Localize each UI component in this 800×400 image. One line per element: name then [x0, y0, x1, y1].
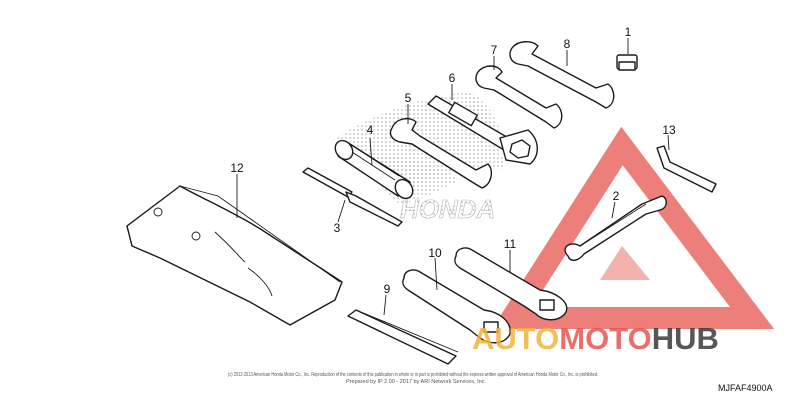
part-label-10: 10	[428, 246, 442, 260]
part-label-12: 12	[230, 161, 244, 175]
part-label-7: 7	[491, 43, 498, 57]
watermark-hub: HUB	[652, 321, 719, 356]
pin-spanner	[454, 247, 568, 321]
part-label-11: 11	[504, 237, 517, 251]
part-label-4: 4	[367, 123, 374, 137]
watermark-text: AUTOMOTOHUB	[472, 321, 719, 356]
part-label-8: 8	[564, 37, 571, 51]
part-label-6: 6	[449, 71, 456, 85]
part-label-9: 9	[384, 282, 391, 296]
helmet-cable	[564, 195, 667, 261]
watermark-triangle	[491, 126, 775, 329]
watermark-moto: MOTO	[559, 321, 651, 356]
part-label-3: 3	[334, 221, 341, 235]
copyright-line-1: (c) 2012-2013 American Honda Motor Co., …	[228, 372, 598, 378]
part-label-5: 5	[405, 91, 412, 105]
hex-key	[656, 145, 717, 193]
watermark-auto: AUTO	[472, 321, 559, 356]
part-label-1: 1	[625, 25, 632, 39]
part-label-2: 2	[613, 189, 620, 203]
copyright-line-2: Prepared by IP 2.00 - 2017 by ARI Networ…	[346, 379, 486, 385]
figure-code: MJFAF4900A	[718, 383, 773, 393]
clip-part	[616, 54, 638, 71]
flat-wrench	[402, 269, 511, 344]
leader-lines	[236, 38, 670, 316]
part-number-labels: 1 2 3 4 5 6 7 8 9 10 11 12 13	[230, 25, 676, 296]
honda-logo-text: HONDA	[400, 194, 495, 224]
tool-bag	[126, 185, 343, 326]
open-end-wrench-5	[389, 117, 493, 189]
box-socket-wrench	[427, 95, 538, 165]
open-end-wrench-8	[509, 41, 615, 109]
spark-plug-socket	[334, 139, 414, 200]
flat-bar	[347, 309, 459, 365]
screwdriver	[302, 167, 403, 227]
part-label-13: 13	[662, 123, 676, 137]
svg-text:AUTOMOTOHUB: AUTOMOTOHUB	[472, 321, 719, 356]
